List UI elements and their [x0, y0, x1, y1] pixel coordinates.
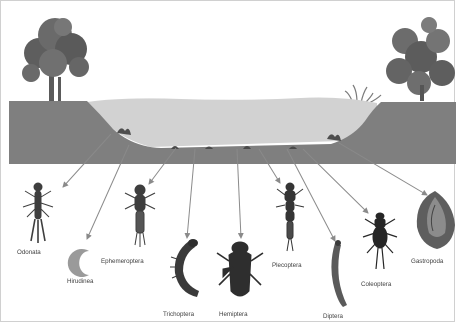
label-trichoptera: Trichoptera	[163, 312, 194, 318]
label-ephemeroptera: Ephemeroptera	[101, 259, 144, 265]
right-trees-icon	[386, 17, 455, 101]
label-diptera: Diptera	[323, 314, 343, 320]
stonefly-nymph-icon	[276, 183, 304, 251]
label-gastropoda: Gastropoda	[411, 259, 443, 265]
fly-larva-icon	[331, 240, 347, 307]
water-beetle-icon	[363, 213, 397, 269]
label-coleoptera: Coleoptera	[361, 282, 391, 288]
label-hemiptera: Hemiptera	[219, 312, 248, 318]
label-hirudinea: Hirudinea	[67, 279, 93, 285]
water-bug-icon	[217, 242, 263, 296]
label-odonata: Odonata	[17, 250, 41, 256]
snail-shell-icon	[417, 191, 455, 249]
mayfly-nymph-icon	[125, 185, 155, 247]
damselfly-nymph-icon	[23, 183, 53, 243]
leech-icon	[68, 249, 89, 277]
left-tree-icon	[22, 18, 89, 103]
caddisfly-larva-icon	[170, 239, 199, 297]
label-plecoptera: Plecoptera	[272, 263, 302, 269]
